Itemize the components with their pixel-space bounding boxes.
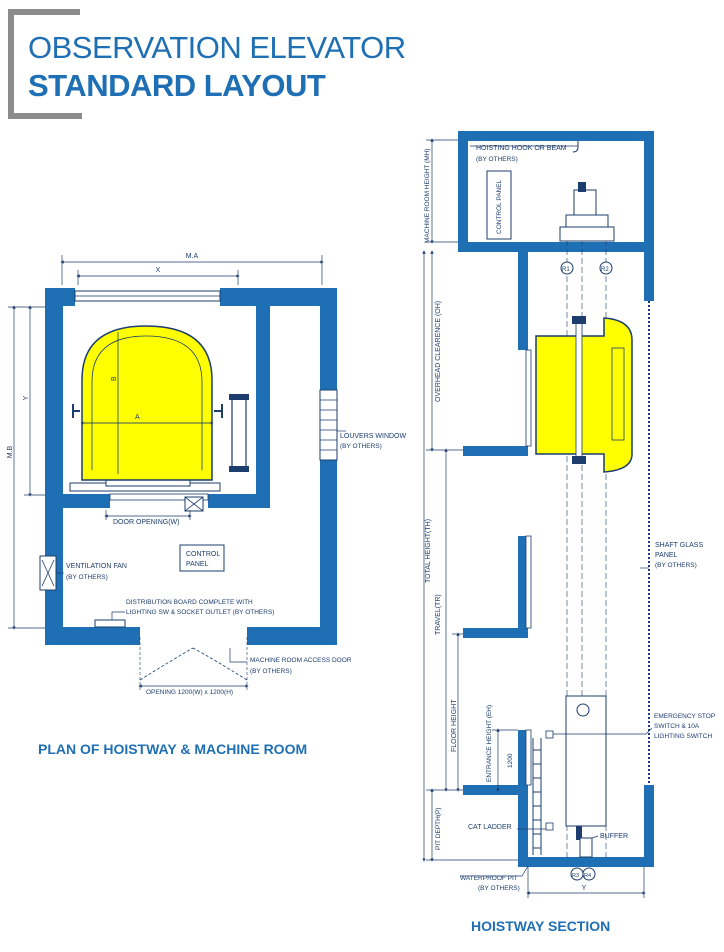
page-title-line1: OBSERVATION ELEVATOR (28, 30, 406, 65)
dim-ma: M.A (186, 253, 199, 260)
dist-board-label-2: LIGHTING SW & SOCKET OUTLET (BY OTHERS) (126, 609, 274, 616)
mr-height-label: MACHINE ROOM HEIGHT (MH) (424, 149, 431, 244)
total-height-label: TOTAL HEIGHT(TH) (425, 519, 432, 583)
pit-depth-label: PIT DEPTH(P) (435, 808, 442, 851)
r2-label: R2 (601, 267, 609, 273)
r4-label: R4 (584, 873, 591, 879)
plan-walls (45, 288, 337, 645)
eh-value: 1200 (507, 753, 514, 768)
counterweight-section (565, 695, 607, 827)
cat-ladder-label: CAT LADDER (468, 824, 512, 831)
floor-height-label: FLOOR HEIGHT (451, 699, 458, 752)
r1-label: R1 (562, 267, 570, 273)
plan-view: M.A X M.B Y A B LOUVERS WINDOW (BY OTHER… (7, 253, 407, 696)
emergency-label-1: EMERGENCY STOP (654, 713, 715, 720)
louvers-window-label: LOUVERS WINDOW (340, 433, 407, 440)
section-walls (458, 131, 654, 867)
r3-label: R3 (572, 873, 579, 879)
hook-by: (BY OTHERS) (476, 156, 518, 163)
section-dim-y: Y (582, 885, 587, 892)
emergency-label-2: SWITCH & 10A (654, 723, 700, 730)
page-title-line2: STANDARD LAYOUT (28, 68, 326, 103)
shaft-glass-by: (BY OTHERS) (655, 562, 697, 569)
mr-access-door-label: MACHINE ROOM ACCESS DOOR (250, 657, 352, 664)
car-section (535, 316, 633, 473)
dim-b: B (111, 376, 118, 381)
buffer (579, 837, 593, 858)
section-caption: HOISTWAY SECTION (471, 918, 611, 934)
control-panel-label-1: CONTROL (186, 551, 220, 558)
counterweight (231, 397, 247, 469)
louvers-window-by: (BY OTHERS) (340, 443, 382, 450)
dim-y: Y (23, 395, 30, 400)
car-plan (81, 325, 213, 481)
control-panel-box (179, 544, 225, 572)
shaft-glass-label-1: SHAFT GLASS (655, 542, 703, 549)
dim-x: X (156, 267, 161, 274)
waterproof-by: (BY OTHERS) (478, 885, 520, 892)
title-frame (8, 9, 82, 119)
vent-fan-label: VENTILATION FAN (66, 563, 127, 570)
distribution-board (94, 619, 126, 628)
travel-label: TRAVEL(TR) (435, 594, 442, 635)
buffer-label: BUFFER (600, 833, 628, 840)
overhead-label: OVERHEAD CLEARENCE (OH) (435, 301, 442, 402)
dim-a: A (135, 414, 140, 421)
traction-machine (559, 182, 615, 242)
vent-fan-by: (BY OTHERS) (66, 574, 108, 581)
dim-mb: M.B (7, 445, 14, 458)
hook-label: HOISTING HOOK OR BEAM (476, 145, 567, 152)
control-panel-section-label: CONTROL PANEL (496, 179, 503, 234)
entrance-height-label: ENTRANCE HEIGHT (EH) (486, 705, 493, 782)
emergency-label-3: LIGHTING SWITCH (654, 733, 712, 740)
cat-ladder (532, 738, 542, 855)
shaft-glass-label-2: PANEL (655, 552, 678, 559)
waterproof-label: WATERPROOF PIT (460, 875, 518, 882)
opening-label: OPENING 1200(W) x 1200(H) (146, 689, 233, 696)
dist-board-label-1: DISTRIBUTION BOARD COMPLETE WITH (126, 599, 253, 606)
mr-access-door-by: (BY OTHERS) (250, 668, 292, 675)
door-opening-label: DOOR OPENING(W) (113, 519, 180, 526)
mr-control-panel (486, 170, 512, 240)
louvers-window (319, 389, 338, 461)
section-view: HOISTING HOOK OR BEAM (BY OTHERS) CONTRO… (422, 131, 715, 898)
plan-caption: PLAN OF HOISTWAY & MACHINE ROOM (38, 741, 308, 757)
control-panel-label-2: PANEL (186, 561, 209, 568)
